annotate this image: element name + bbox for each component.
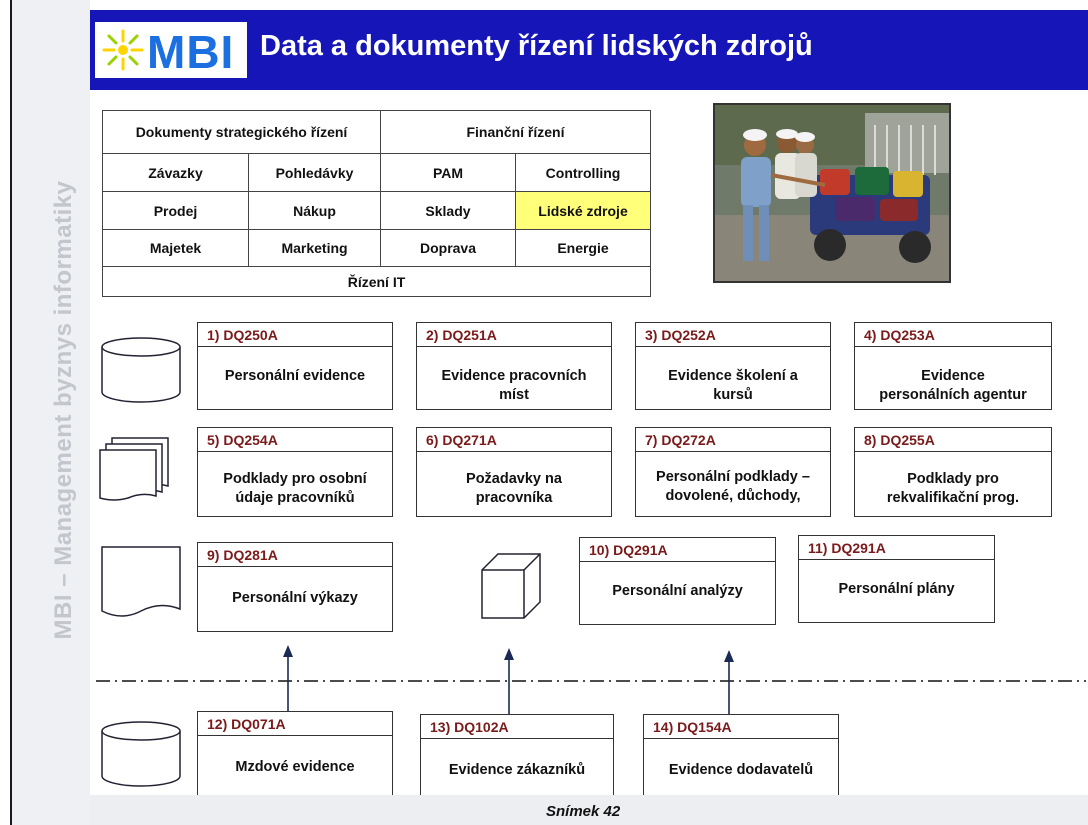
grid-cell-zavazky: Závazky [102, 153, 249, 192]
data-box-8: 8) DQ255A Podklady pro rekvalifikační pr… [854, 427, 1052, 517]
data-box-6: 6) DQ271A Požadavky na pracovníka [416, 427, 612, 517]
grid-cell-strategic: Dokumenty strategického řízení [102, 110, 381, 154]
database-icon-bottom [101, 721, 181, 787]
logo-text: MBI [147, 26, 235, 78]
data-box-name: Evidence zákazníků [448, 762, 586, 778]
data-box-code: 3) DQ252A [636, 323, 830, 347]
data-box-code: 14) DQ154A [644, 715, 838, 739]
grid-cell-prodej: Prodej [102, 191, 249, 230]
data-box-11: 11) DQ291A Personální plány [798, 535, 995, 623]
photo-workers-cart [713, 103, 951, 283]
data-box-code: 13) DQ102A [421, 715, 613, 739]
data-box-name: Podklady pro rekvalifikační prog. [886, 471, 1020, 506]
data-box-code: 9) DQ281A [198, 543, 392, 567]
grid-cell-majetek: Majetek [102, 229, 249, 267]
data-box-name: Personální výkazy [232, 590, 358, 606]
photo-illustration [715, 105, 949, 281]
data-box-5: 5) DQ254A Podklady pro osobní údaje prac… [197, 427, 393, 517]
document-icon [101, 546, 181, 617]
data-box-name: Mzdové evidence [235, 759, 355, 775]
data-box-name: Požadavky na pracovníka [466, 471, 562, 506]
data-box-name: Personální analýzy [612, 583, 743, 599]
data-box-code: 1) DQ250A [198, 323, 392, 347]
separator-dash-dot-line [96, 680, 1086, 682]
data-box-name: Personální evidence [224, 368, 366, 384]
data-box-code: 4) DQ253A [855, 323, 1051, 347]
data-box-code: 7) DQ272A [636, 428, 830, 452]
grid-cell-controlling: Controlling [515, 153, 651, 192]
data-box-4: 4) DQ253A Evidence personálních agentur [854, 322, 1052, 410]
data-box-1: 1) DQ250A Personální evidence [197, 322, 393, 410]
data-box-code: 5) DQ254A [198, 428, 392, 452]
grid-cell-pohledavky: Pohledávky [248, 153, 381, 192]
database-icon [101, 337, 181, 403]
arrow-up-icon-1 [283, 645, 293, 711]
data-box-name: Evidence školení a kursů [668, 368, 798, 403]
data-box-code: 8) DQ255A [855, 428, 1051, 452]
data-box-code: 6) DQ271A [417, 428, 611, 452]
grid-cell-rizeni-it: Řízení IT [102, 266, 651, 297]
grid-cell-sklady: Sklady [380, 191, 516, 230]
arrow-up-icon-2 [504, 648, 514, 714]
data-box-13: 13) DQ102A Evidence zákazníků [420, 714, 614, 802]
grid-cell-energie: Energie [515, 229, 651, 267]
data-box-10: 10) DQ291A Personální analýzy [579, 537, 776, 625]
data-box-14: 14) DQ154A Evidence dodavatelů [643, 714, 839, 802]
data-box-name: Personální plány [838, 581, 955, 597]
header-bar: MBI Data a dokumenty řízení lidských zdr… [90, 10, 1088, 90]
arrow-up-icon-3 [724, 650, 734, 714]
data-box-7: 7) DQ272A Personální podklady – dovolené… [635, 427, 831, 517]
grid-cell-doprava: Doprava [380, 229, 516, 267]
data-box-name: Personální podklady – dovolené, důchody, [656, 469, 810, 504]
data-box-9: 9) DQ281A Personální výkazy [197, 542, 393, 632]
data-box-name: Podklady pro osobní údaje pracovníků [223, 471, 367, 506]
slide-number: Snímek 42 [546, 803, 621, 820]
data-box-code: 12) DQ071A [198, 712, 392, 736]
data-box-name: Evidence pracovních míst [441, 368, 587, 403]
data-box-12: 12) DQ071A Mzdové evidence [197, 711, 393, 801]
grid-cell-pam: PAM [380, 153, 516, 192]
sidebar: MBI – Management byznys informatiky [12, 0, 90, 825]
multiple-documents-icon [99, 437, 169, 501]
data-box-name: Evidence dodavatelů [668, 762, 814, 778]
sun-icon [102, 29, 144, 71]
sidebar-vertical-text: MBI – Management byznys informatiky [50, 180, 77, 640]
data-box-2: 2) DQ251A Evidence pracovních míst [416, 322, 612, 410]
page-title: Data a dokumenty řízení lidských zdrojů [260, 30, 813, 62]
data-box-3: 3) DQ252A Evidence školení a kursů [635, 322, 831, 410]
footer-band [90, 795, 1088, 825]
data-box-name: Evidence personálních agentur [879, 368, 1027, 403]
grid-cell-lidske-zdroje: Lidské zdroje [515, 191, 651, 230]
cube-icon [481, 553, 541, 619]
data-box-code: 11) DQ291A [799, 536, 994, 560]
grid-cell-marketing: Marketing [248, 229, 381, 267]
grid-cell-financial: Finanční řízení [380, 110, 651, 154]
mbi-logo: MBI [95, 22, 247, 78]
data-box-code: 2) DQ251A [417, 323, 611, 347]
data-box-code: 10) DQ291A [580, 538, 775, 562]
grid-cell-nakup: Nákup [248, 191, 381, 230]
